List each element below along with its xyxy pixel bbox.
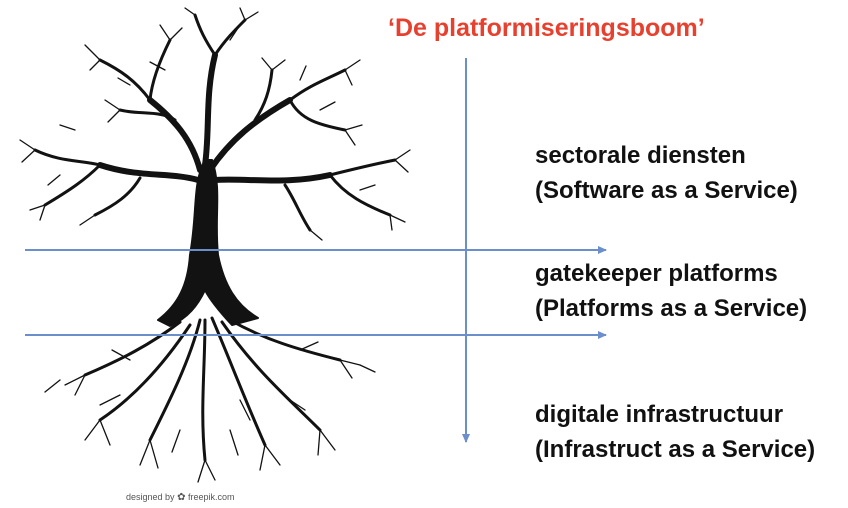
layer-name: digitale infrastructuur <box>535 401 784 428</box>
tree-crown-fine-twigs <box>19 7 411 241</box>
diagram-title: ‘De platformiseringsboom’ <box>388 14 705 42</box>
layer-model: (Platforms as a Service) <box>535 295 808 322</box>
tree-crown-twigs <box>33 13 397 232</box>
tree-crown <box>97 52 333 184</box>
credit-brand: freepik.com <box>187 492 235 502</box>
layer-model: (Software as a Service) <box>535 177 798 204</box>
layer-name: sectorale diensten <box>535 142 746 169</box>
tree-trunk <box>157 159 259 327</box>
tree-roots <box>83 316 342 462</box>
layer-label-services: sectorale diensten (Software as a Servic… <box>535 138 798 208</box>
layer-label-platforms: gatekeeper platforms (Platforms as a Ser… <box>535 256 807 326</box>
image-credit: designed by ✿ freepik.com <box>126 492 235 503</box>
tree-root-fibers <box>44 341 376 483</box>
tree-illustration <box>19 7 411 483</box>
layer-label-infrastructure: digitale infrastructuur (Infrastruct as … <box>535 397 815 467</box>
credit-prefix: designed by <box>126 492 175 502</box>
freepik-logo-icon: ✿ <box>177 492 186 503</box>
layer-name: gatekeeper platforms <box>535 260 778 287</box>
layer-model: (Infrastruct as a Service) <box>535 436 816 463</box>
